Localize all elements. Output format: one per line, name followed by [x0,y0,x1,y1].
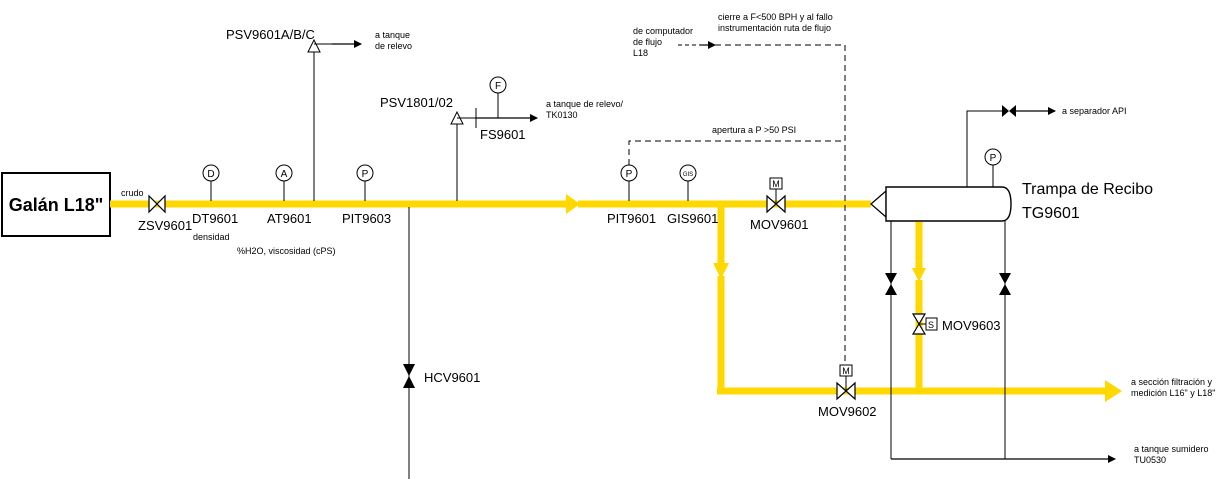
computer-line-2: de flujo [633,37,662,47]
dest-sump-1: a tanque sumidero [1134,444,1209,454]
vent-line [966,110,1002,187]
flow-arrow-trap-down [912,268,926,282]
valve-hcv9601 [403,364,415,388]
computer-line-1: de computador [633,26,693,36]
psv9601-symbol [307,38,321,53]
flow-arrow-down [713,263,729,279]
signal-open-label: apertura a P >50 PSI [712,125,796,135]
bubble-gis9601 [679,164,697,182]
bubble-dt9601-letter: D [207,169,214,180]
dest-psv9601-2: de relevo [375,41,412,51]
bubble-at9601-letter: A [281,169,288,180]
bubble-pit9603 [356,164,374,182]
tag-mov9603: MOV9603 [942,318,1001,333]
valve-drain-left [885,273,897,295]
signal-close-label-1: cierre a F<500 BPH y al fallo [718,12,833,22]
computer-line-3: L18 [633,48,648,58]
flow-arrow-filtration [1105,380,1122,402]
dest-filtration-1: a sección filtración y [1131,377,1213,387]
mov9603-actuator: S [928,320,934,330]
bubble-pit9601-letter: P [626,169,633,180]
main-pipe [110,194,1122,402]
bubble-fs9601 [489,76,507,94]
valve-vent [1002,105,1016,117]
trap-name-1: Trampa de Recibo [1022,181,1153,198]
dest-psv1801-2: TK0130 [546,110,578,120]
tag-pit9603: PIT9603 [342,211,391,226]
tag-at9601: AT9601 [267,211,312,226]
tag-psv9601: PSV9601A/B/C [226,27,315,42]
flow-arrow-main [566,194,580,214]
bubble-fs9601-letter: F [495,81,501,92]
bubble-trap-p [984,148,1002,166]
flow-label-crudo: crudo [121,188,144,198]
valve-mov9603 [911,313,938,335]
tag-mov9601: MOV9601 [750,217,809,232]
bubble-pit9603-letter: P [362,169,369,180]
tag-zsv9601: ZSV9601 [138,218,192,233]
dest-psv9601-1: a tanque [375,30,410,40]
mov9602-actuator: M [842,366,850,376]
tag-gis9601: GIS9601 [667,211,718,226]
signal-close-label-2: instrumentación ruta de flujo [718,23,831,33]
valve-mov9601 [766,177,786,214]
sub-dt9601: densidad [193,232,230,242]
valve-drain-right [999,273,1011,295]
dest-sump-2: TU0530 [1134,455,1166,465]
dest-filtration-2: medición L16" y L18" [1131,388,1215,398]
source-box [1,172,111,237]
tag-dt9601: DT9601 [192,211,238,226]
signal-open-line [628,140,845,165]
valve-zsv9601 [148,194,166,214]
bubble-dt9601 [202,164,220,182]
sub-at9601: %H2O, viscosidad (cPS) [237,246,336,256]
dest-psv1801-1: a tanque de relevo/ [546,99,624,109]
tag-psv1801: PSV1801/02 [380,95,453,110]
source-title: Galán L18" [9,195,104,215]
tag-hcv9601: HCV9601 [424,370,480,385]
dest-api: a separador API [1062,106,1127,116]
tag-pit9601: PIT9601 [607,211,656,226]
valve-mov9602 [836,364,856,401]
tag-mov9602: MOV9602 [818,404,877,419]
bubble-gis9601-letter: GIS [683,172,693,178]
tag-fs9601: FS9601 [480,127,526,142]
trap-vessel [870,186,1012,222]
trap-name-2: TG9601 [1022,205,1080,222]
bubble-trap-p-letter: P [990,153,997,164]
mov9601-actuator: M [772,179,780,189]
bubble-at9601 [275,164,293,182]
